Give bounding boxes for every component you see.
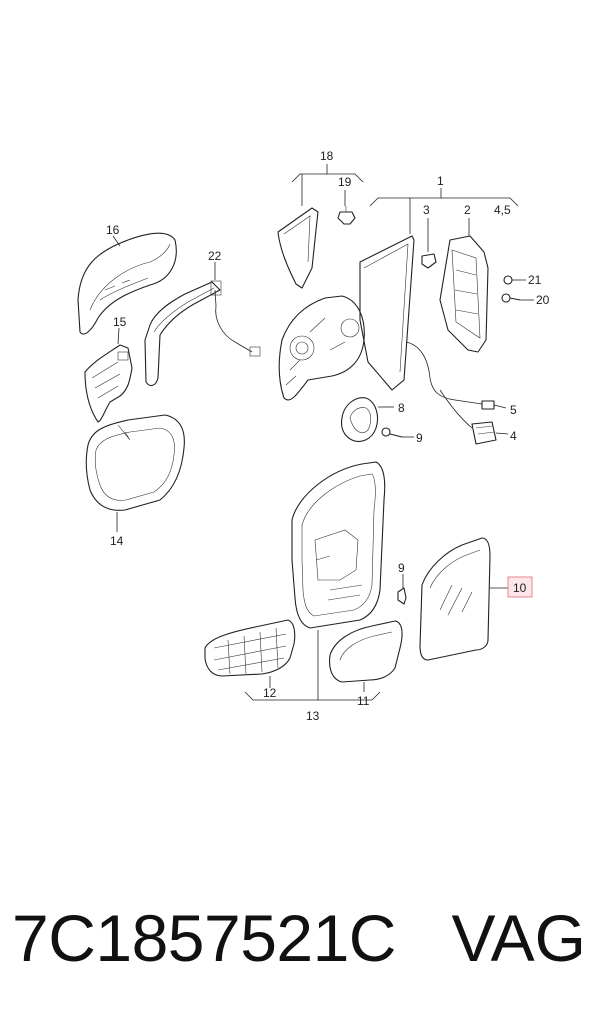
callout-22: 22: [208, 249, 222, 263]
part-4-connector: [471, 421, 509, 445]
callout-9-upper: 9: [416, 431, 423, 445]
callout-13: 13: [306, 709, 320, 723]
part-8-adjuster: [340, 397, 394, 443]
callout-19: 19: [338, 175, 352, 189]
callout-11: 11: [357, 694, 370, 708]
part-number: 7C1857521C: [12, 901, 396, 975]
callout-20: 20: [536, 293, 550, 307]
callout-8: 8: [398, 401, 405, 415]
part-22-cable-strip: [144, 280, 261, 387]
part-13-housing-frame: [291, 461, 386, 629]
footer: 7C1857521C VAG: [0, 888, 600, 988]
part-1-mirror-arm-assembly: [278, 235, 483, 429]
callout-10: 10: [513, 581, 527, 595]
part-19-clip: [337, 206, 356, 225]
part-9-screw-lower: [397, 587, 407, 605]
callout-2: 2: [464, 203, 471, 217]
part-2-turn-signal: [439, 235, 489, 353]
part-10-mirror-glass: [419, 537, 491, 661]
callout-21: 21: [528, 273, 542, 287]
part-9-screw-upper: [381, 427, 414, 438]
exploded-parts-diagram: 16 15 14 22 18 19: [77, 149, 550, 723]
part-21-screw: [503, 275, 526, 285]
part-3-fastener: [421, 253, 437, 269]
callout-16: 16: [106, 223, 120, 237]
callout-10-highlight: [507, 576, 533, 598]
callout-12: 12: [263, 686, 277, 700]
callout-15: 15: [113, 315, 127, 329]
part-11-lower-glass: [329, 620, 403, 683]
callout-18: 18: [320, 149, 334, 163]
callout-1: 1: [437, 174, 444, 188]
callout-9-lower: 9: [398, 561, 405, 575]
callout-5: 5: [510, 403, 517, 417]
part-15-bracket: [84, 344, 133, 423]
part-14-housing: [85, 414, 185, 511]
part-16-housing-cap: [77, 232, 177, 335]
part-12-lower-grille: [204, 619, 296, 677]
part-18-triangle-cover: [277, 207, 319, 289]
callout-3: 3: [423, 203, 430, 217]
part-5-connector: [481, 400, 507, 410]
brand-label: VAG: [451, 901, 586, 975]
callout-14: 14: [110, 534, 124, 548]
callout-4-5: 4,5: [494, 203, 511, 217]
part-20-screw: [501, 293, 534, 303]
callout-4: 4: [510, 429, 517, 443]
